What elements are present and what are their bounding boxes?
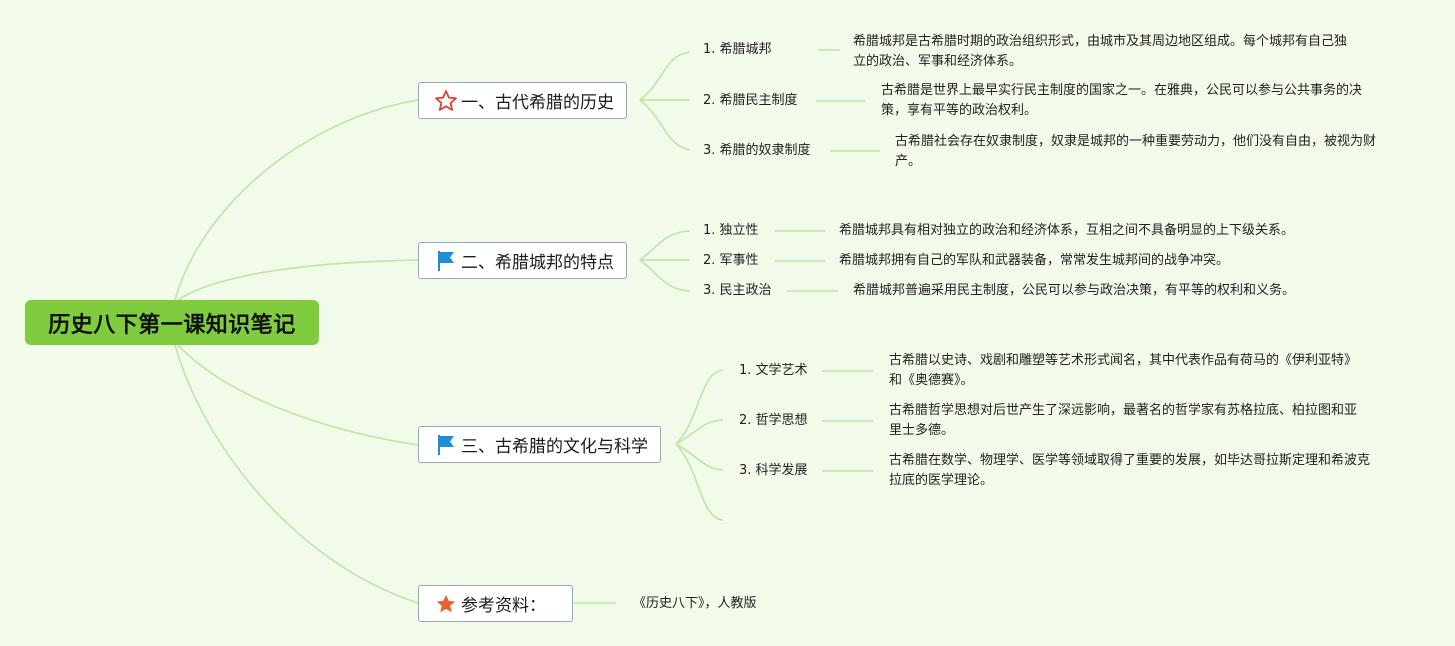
desc-philosophy: 古希腊哲学思想对后世产生了深远影响，最著名的哲学家有苏格拉底、柏拉图和亚里士多德…	[889, 403, 1358, 438]
subtopic-philosophy[interactable]: 2. 哲学思想	[739, 413, 808, 428]
subtopic-democratic-politics[interactable]: 3. 民主政治	[703, 283, 772, 298]
link-root-topic1	[174, 99, 419, 301]
desc-military: 希腊城邦拥有自己的军队和武器装备，常常发生城邦间的战争冲突。	[839, 253, 1230, 268]
subtopic-military[interactable]: 2. 军事性	[703, 253, 759, 268]
link-t2-sub1	[639, 230, 691, 261]
topic-title: 三、古希腊的文化与科学	[461, 437, 648, 457]
subtopic-greek-democracy[interactable]: 2. 希腊民主制度	[703, 93, 798, 108]
star-outline-icon	[433, 88, 459, 114]
link-t3-sub2	[675, 419, 724, 445]
desc-greek-city-state: 希腊城邦是古希腊时期的政治组织形式，由城市及其周边地区组成。每个城邦有自己独立的…	[853, 34, 1348, 69]
desc-science: 古希腊在数学、物理学、医学等领域取得了重要的发展，如毕达哥拉斯定理和希波克拉底的…	[889, 453, 1371, 488]
topic-title: 二、希腊城邦的特点	[461, 253, 614, 273]
desc-democratic-politics: 希腊城邦普遍采用民主制度，公民可以参与政治决策，有平等的权利和义务。	[853, 283, 1296, 298]
filled-star-icon	[433, 591, 459, 617]
link-t3-sub1	[675, 369, 724, 445]
root-topic[interactable]: 历史八下第一课知识笔记	[25, 300, 319, 345]
desc-literature-art: 古希腊以史诗、戏剧和雕塑等艺术形式闻名，其中代表作品有荷马的《伊利亚特》和《奥德…	[889, 353, 1358, 388]
root-title: 历史八下第一课知识笔记	[48, 312, 296, 338]
link-t2-sub3	[639, 259, 691, 292]
link-t3-sub4	[675, 443, 724, 521]
subtopic-science[interactable]: 3. 科学发展	[739, 463, 808, 478]
topic-title: 参考资料：	[461, 596, 546, 616]
topic-title: 一、古代希腊的历史	[461, 93, 614, 113]
link-root-topic2	[177, 259, 419, 301]
subtopic-independence[interactable]: 1. 独立性	[703, 223, 759, 238]
topic-greek-culture-science[interactable]: 三、古希腊的文化与科学	[418, 426, 661, 463]
topic-references[interactable]: 参考资料：	[418, 585, 573, 622]
desc-greek-slavery: 古希腊社会存在奴隶制度，奴隶是城邦的一种重要劳动力，他们没有自由，被视为财产。	[895, 134, 1377, 169]
desc-independence: 希腊城邦具有相对独立的政治和经济体系，互相之间不具备明显的上下级关系。	[839, 223, 1295, 238]
topic-city-state-features[interactable]: 二、希腊城邦的特点	[418, 242, 627, 279]
blue-flag-icon	[433, 248, 459, 274]
subtopic-greek-city-state[interactable]: 1. 希腊城邦	[703, 42, 772, 57]
topic-ancient-greece-history[interactable]: 一、古代希腊的历史	[418, 82, 627, 119]
desc-reference-book: 《历史八下》，人教版	[633, 596, 757, 611]
subtopic-greek-slavery[interactable]: 3. 希腊的奴隶制度	[703, 143, 811, 158]
link-t1-sub1	[639, 51, 691, 101]
subtopic-literature-art[interactable]: 1. 文学艺术	[739, 363, 808, 378]
desc-greek-democracy: 古希腊是世界上最早实行民主制度的国家之一。在雅典，公民可以参与公共事务的决策，享…	[881, 83, 1363, 118]
link-t3-sub3	[675, 443, 724, 471]
blue-flag-icon	[433, 432, 459, 458]
link-root-topic3	[177, 344, 419, 446]
link-t1-sub3	[639, 99, 691, 151]
link-root-topic4	[174, 344, 419, 604]
